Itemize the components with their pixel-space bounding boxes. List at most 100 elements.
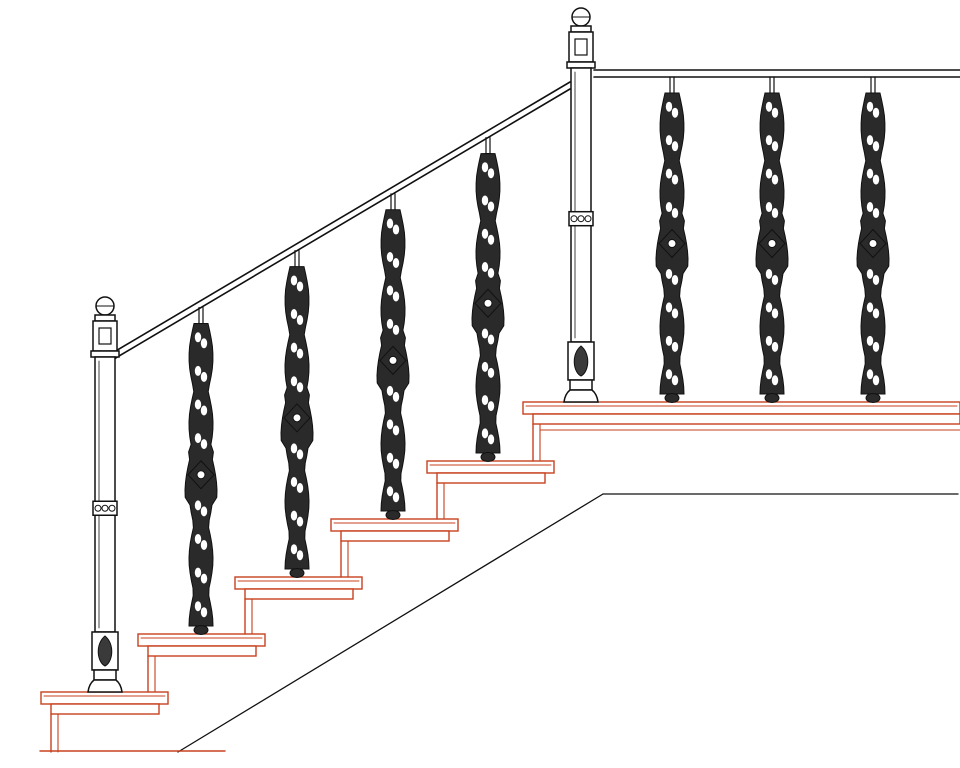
- stringer-underside-line: [177, 493, 604, 753]
- scroll-cutout: [487, 401, 495, 412]
- plinth-neck: [93, 669, 117, 681]
- landing-baluster-1: [655, 76, 689, 403]
- rosette: [667, 239, 677, 248]
- scroll-cutout: [872, 308, 880, 319]
- tread-base: [50, 703, 160, 715]
- lower-newel-post: [87, 296, 123, 693]
- sloped-baluster-3: [376, 193, 410, 520]
- scroll-cutout: [872, 341, 880, 352]
- scroll-cutout: [866, 168, 874, 179]
- scroll-cutout: [487, 268, 495, 279]
- scroll-cutout: [665, 302, 673, 313]
- baluster-foot: [385, 510, 401, 520]
- ornamental-balusters: [184, 76, 890, 635]
- cap-molding: [566, 61, 596, 69]
- scroll-cutout: [392, 324, 400, 335]
- stair-step-4: [330, 518, 459, 578]
- scroll-cutout: [481, 395, 489, 406]
- scroll-cutout: [866, 335, 874, 346]
- tread-nosing: [234, 576, 363, 590]
- scroll-cutout: [386, 419, 394, 430]
- scroll-cutout: [671, 107, 679, 118]
- scroll-cutout: [194, 567, 202, 578]
- landing-baluster-3: [856, 76, 890, 403]
- tread-base: [436, 472, 546, 484]
- scroll-cutout: [771, 208, 779, 219]
- rosette: [767, 239, 777, 248]
- rosette: [292, 413, 302, 423]
- scroll-cutout: [671, 375, 679, 386]
- cap-molding: [90, 350, 120, 358]
- scroll-cutout: [386, 218, 394, 229]
- tread-base: [147, 645, 257, 657]
- tread-nosing: [522, 401, 960, 415]
- collar-bead: [108, 504, 116, 512]
- finial-collar: [94, 314, 116, 322]
- scroll-cutout: [290, 376, 298, 387]
- newel-posts: [87, 7, 599, 693]
- scroll-cutout: [866, 268, 874, 279]
- scroll-cutout: [771, 341, 779, 352]
- scroll-cutout: [481, 228, 489, 239]
- scroll-cutout: [671, 341, 679, 352]
- rosette: [868, 239, 878, 248]
- tread-base: [532, 413, 960, 425]
- baluster-foot: [764, 393, 780, 403]
- collar-bead: [101, 504, 109, 512]
- scroll-cutout: [665, 168, 673, 179]
- scroll-cutout: [200, 338, 208, 349]
- scroll-cutout: [866, 369, 874, 380]
- sloped-handrail-top: [113, 81, 571, 353]
- scroll-cutout: [194, 601, 202, 612]
- scroll-cutout: [290, 342, 298, 353]
- stair-steps: [39, 401, 960, 753]
- collar-bead: [577, 215, 585, 223]
- scroll-cutout: [392, 391, 400, 402]
- scroll-cutout: [194, 533, 202, 544]
- stair-stringer: [177, 493, 959, 753]
- scroll-cutout: [671, 274, 679, 285]
- stair-step-3: [234, 576, 363, 635]
- scroll-cutout: [200, 539, 208, 550]
- sloped-handrail-bottom: [113, 88, 571, 360]
- stair-step-2: [137, 633, 266, 693]
- scroll-cutout: [487, 334, 495, 345]
- scroll-cutout: [290, 275, 298, 286]
- scroll-cutout: [665, 135, 673, 146]
- scroll-cutout: [765, 135, 773, 146]
- scroll-cutout: [765, 101, 773, 112]
- scroll-cutout: [386, 252, 394, 263]
- scroll-cutout: [665, 335, 673, 346]
- plinth-foot: [87, 679, 123, 693]
- plinth-foot: [563, 389, 599, 403]
- scroll-cutout: [765, 168, 773, 179]
- scroll-cutout: [771, 274, 779, 285]
- cap-panel: [98, 327, 112, 345]
- baluster-foot: [289, 568, 305, 578]
- scroll-cutout: [665, 369, 673, 380]
- scroll-cutout: [290, 544, 298, 555]
- scroll-cutout: [200, 371, 208, 382]
- scroll-cutout: [872, 274, 880, 285]
- rosette: [196, 470, 206, 480]
- scroll-cutout: [296, 281, 304, 292]
- scroll-cutout: [296, 516, 304, 527]
- scroll-cutout: [296, 449, 304, 460]
- scroll-cutout: [671, 174, 679, 185]
- scroll-cutout: [481, 162, 489, 173]
- tread-nosing: [137, 633, 266, 647]
- scroll-cutout: [671, 308, 679, 319]
- scroll-cutout: [386, 318, 394, 329]
- scroll-cutout: [487, 434, 495, 445]
- scroll-cutout: [487, 168, 495, 179]
- scroll-cutout: [481, 428, 489, 439]
- tread-base: [244, 588, 354, 600]
- scroll-cutout: [872, 174, 880, 185]
- scroll-cutout: [481, 361, 489, 372]
- leaf-carving: [97, 635, 113, 667]
- scroll-cutout: [765, 369, 773, 380]
- cap-panel: [574, 38, 588, 56]
- scroll-cutout: [771, 375, 779, 386]
- scroll-cutout: [290, 477, 298, 488]
- scroll-cutout: [386, 385, 394, 396]
